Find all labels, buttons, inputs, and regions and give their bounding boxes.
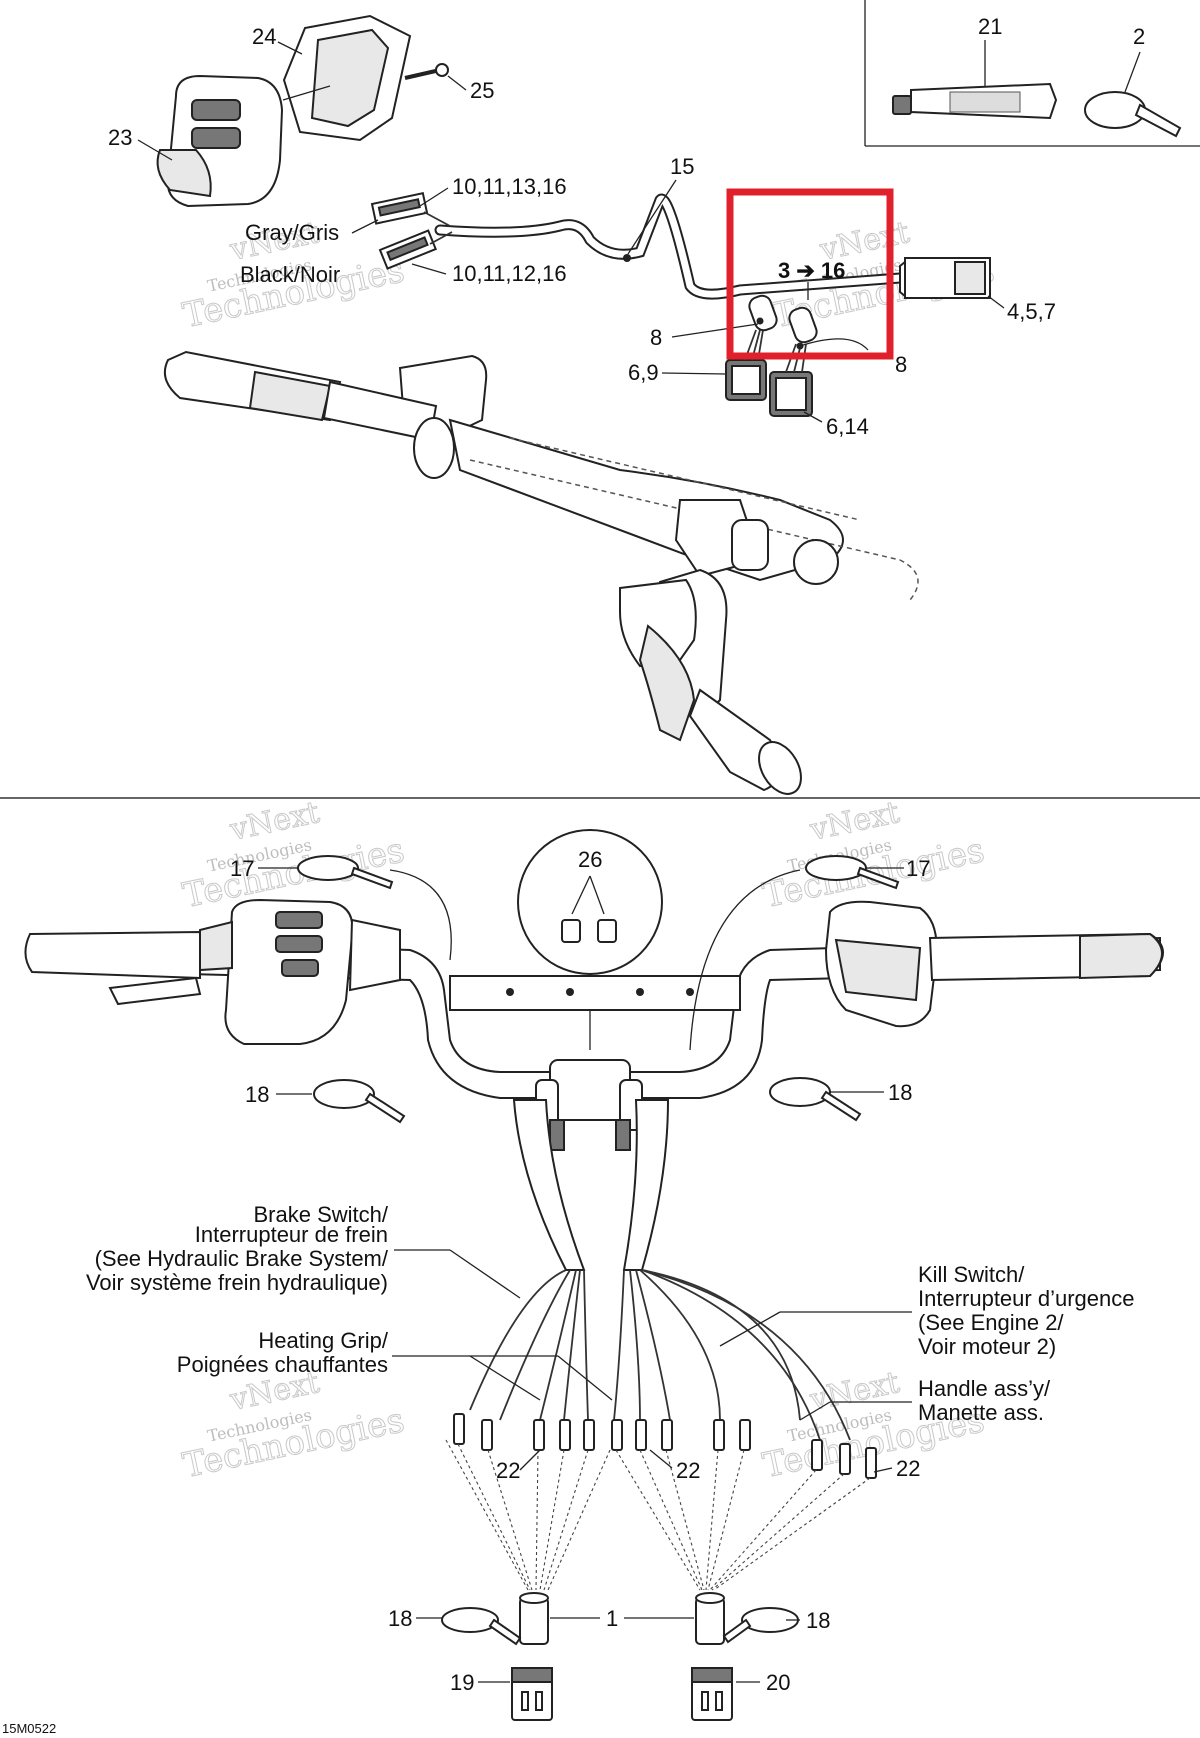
connector-main — [899, 257, 991, 299]
watermark-mid-right: vNext Technologies Technologies — [759, 795, 988, 917]
connector-19 — [511, 1667, 553, 1721]
svg-text:Interrupteur de frein: Interrupteur de frein — [195, 1222, 388, 1247]
handlebar-perspective — [164, 350, 919, 795]
label-heating-grip: Heating Grip/ Poignées chauffantes — [177, 1328, 613, 1401]
bottom-small-parts — [297, 855, 900, 1721]
callout-21: 21 — [978, 14, 1002, 39]
label-black-wire: Black/Noir — [240, 262, 340, 287]
callout-8-left: 8 — [650, 325, 662, 350]
label-gray-wire: Gray/Gris — [245, 220, 339, 245]
grease-tube: 21 — [892, 14, 1058, 120]
svg-text:Handle ass’y/: Handle ass’y/ — [918, 1376, 1051, 1401]
callout-6-9: 6,9 — [628, 360, 659, 385]
callout-18-right: 18 — [888, 1080, 912, 1105]
cable-tie-inset: 2 — [1084, 24, 1182, 138]
callout-18-bottom-right: 18 — [806, 1608, 830, 1633]
screw-25 — [404, 63, 449, 80]
highlight-box — [726, 188, 894, 360]
bottom-callouts: 17 17 18 18 Brake Switch/ Interrupteur d… — [2, 856, 1134, 1736]
callout-2: 2 — [1133, 24, 1145, 49]
callout-17-left: 17 — [230, 856, 254, 881]
callout-22-left: 22 — [496, 1458, 520, 1483]
callout-10-11-13-16: 10,11,13,16 — [452, 174, 567, 199]
callout-8-right: 8 — [895, 352, 907, 377]
callout-19: 19 — [450, 1670, 474, 1695]
label-brake-switch: Brake Switch/ Interrupteur de frein (See… — [86, 1202, 521, 1299]
callout-1: 1 — [606, 1606, 618, 1631]
highlight-label: 3 ➔ 16 — [778, 258, 845, 283]
svg-text:(See Engine 2/: (See Engine 2/ — [918, 1310, 1064, 1335]
watermark-mid-left: vNext Technologies Technologies — [179, 795, 408, 917]
terminals-right — [611, 1419, 877, 1479]
drawing-code: 15M0522 — [2, 1721, 56, 1736]
callout-26: 26 — [578, 847, 602, 872]
svg-text:Heating Grip/: Heating Grip/ — [258, 1328, 389, 1353]
callout-24: 24 — [252, 24, 276, 49]
svg-text:(See Hydraulic Brake System/: (See Hydraulic Brake System/ — [95, 1246, 389, 1271]
callout-25: 25 — [470, 78, 494, 103]
connector-gray — [370, 192, 429, 225]
callout-23: 23 — [108, 125, 132, 150]
label-kill-switch: Kill Switch/ Interrupteur d’urgence (See… — [719, 1262, 1134, 1359]
label-handle-assy: Handle ass’y/ Manette ass. — [799, 1376, 1051, 1425]
callout-20: 20 — [766, 1670, 790, 1695]
callout-18-left: 18 — [245, 1082, 269, 1107]
terminals-left — [453, 1413, 595, 1451]
svg-text:Poignées chauffantes: Poignées chauffantes — [177, 1352, 388, 1377]
callout-4-5-7: 4,5,7 — [1007, 299, 1056, 324]
connector-black — [378, 229, 438, 270]
svg-text:Voir système frein hydraulique: Voir système frein hydraulique) — [86, 1270, 388, 1295]
callout-22-mid: 22 — [676, 1458, 700, 1483]
callout-17-right: 17 — [906, 856, 930, 881]
svg-text:Manette ass.: Manette ass. — [918, 1400, 1044, 1425]
plug-6-14 — [769, 343, 813, 417]
svg-text:Voir moteur 2): Voir moteur 2) — [918, 1334, 1056, 1359]
callout-10-11-12-16: 10,11,12,16 — [452, 261, 567, 286]
handlebar-front-view: 26 — [24, 829, 1164, 1271]
connector-20 — [691, 1667, 733, 1721]
handle-housing-assembly: 24 25 23 — [108, 14, 494, 208]
svg-text:Kill Switch/: Kill Switch/ — [918, 1262, 1025, 1287]
callout-15: 15 — [670, 154, 694, 179]
svg-text:Interrupteur d’urgence: Interrupteur d’urgence — [918, 1286, 1134, 1311]
svg-text:Brake Switch/: Brake Switch/ — [254, 1202, 389, 1227]
callout-18-bottom-left: 18 — [388, 1606, 412, 1631]
accessory-inset: 21 2 — [864, 0, 1200, 147]
callout-22-right: 22 — [896, 1456, 920, 1481]
callout-6-14: 6,14 — [826, 414, 869, 439]
wire-harness: 15 10,11,13,16 Gray/Gris Black/Noir 10,1… — [240, 154, 1056, 439]
lower-wires — [445, 1269, 877, 1591]
